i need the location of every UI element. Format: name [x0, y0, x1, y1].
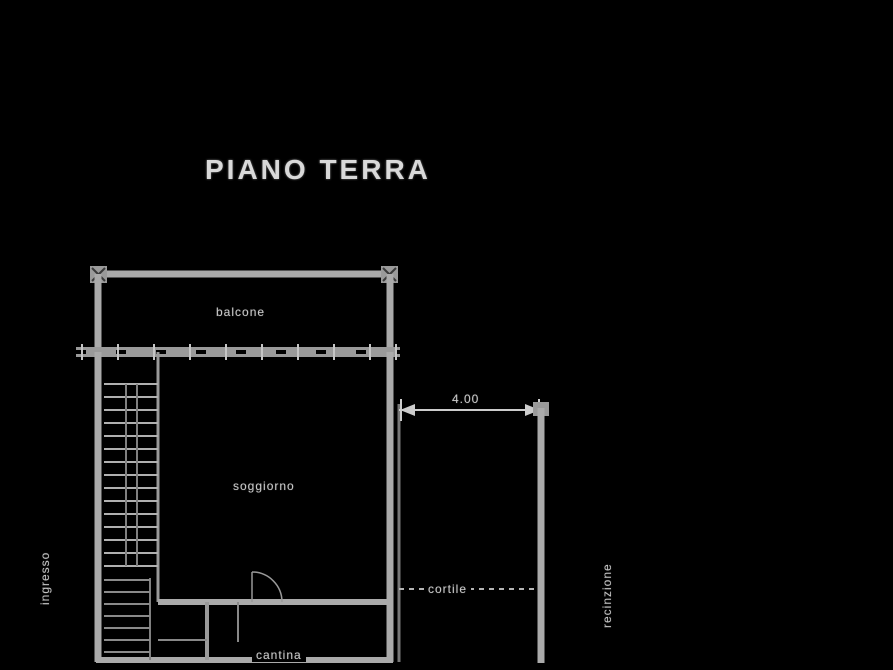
window-band-wall [76, 344, 400, 360]
basement-label: cantina [252, 648, 306, 662]
staircase-lower-flight [104, 578, 151, 660]
door-swing [251, 571, 283, 603]
left-boundary-label: ingresso [38, 551, 52, 605]
staircase-upper-flight [104, 352, 160, 602]
right-boundary-label: recinzione [600, 563, 614, 628]
right-outer-wall-main-block [386, 352, 401, 662]
top-wall [90, 266, 398, 283]
balcony-label: balcone [216, 305, 266, 319]
plan-title: PIANO TERRA [205, 154, 431, 185]
courtyard-label: cortile [424, 582, 472, 596]
lower-partitions [158, 599, 390, 660]
dimension-arrow-left [400, 404, 415, 416]
dimension-arrow-right [525, 404, 540, 416]
courtyard-width-dimension: 4.00 [452, 392, 480, 406]
room-label: soggiorno [233, 479, 295, 493]
balcony-side-walls [94, 274, 394, 352]
right-boundary-wall [533, 402, 549, 663]
